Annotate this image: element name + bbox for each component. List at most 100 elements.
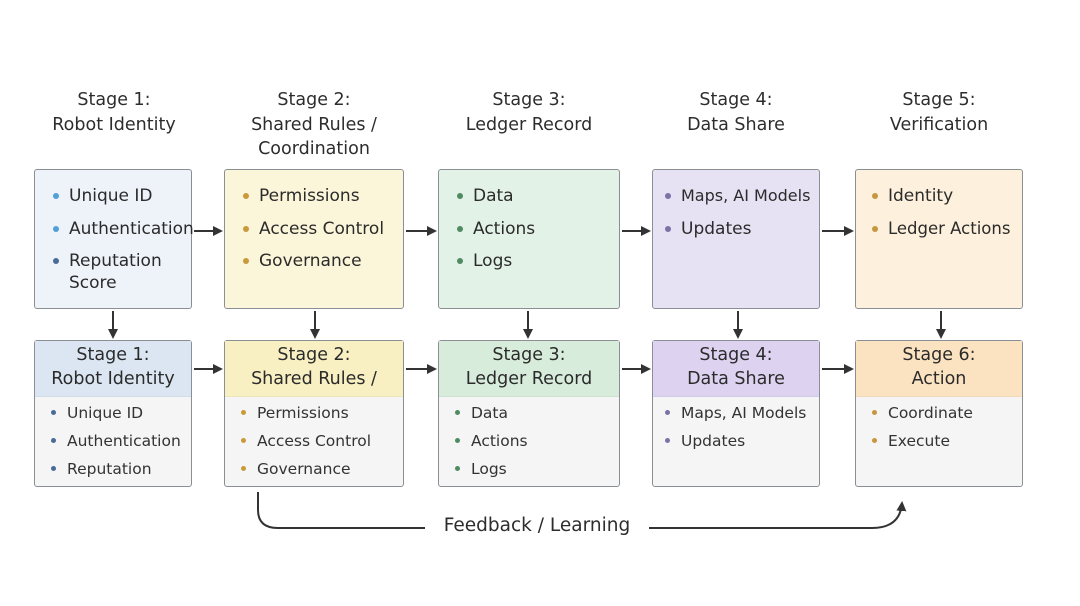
list-item-label: Reputation Score	[69, 251, 162, 293]
bullet-icon	[457, 258, 463, 264]
stage-2-bottom-box: Stage 2: Shared Rules / Permissions Acce…	[224, 340, 404, 487]
stage-2-bottom-number: Stage 2:	[277, 345, 351, 365]
list-item-label: Coordinate	[888, 404, 973, 422]
list-item: Coordinate	[872, 403, 1022, 423]
stage-4-bottom-header: Stage 4: Data Share	[653, 341, 819, 397]
list-item-label: Unique ID	[67, 404, 144, 422]
list-item: Actions	[455, 431, 619, 451]
list-item-label: Authentication	[69, 218, 194, 239]
bullet-icon	[665, 193, 671, 199]
bullet-icon	[53, 225, 59, 232]
stage-3-bottom-list: Data Actions Logs	[439, 397, 619, 479]
bullet-icon	[241, 438, 246, 443]
list-item: Access Control	[243, 218, 403, 240]
list-item-label: Actions	[471, 432, 528, 450]
list-item: Updates	[665, 218, 819, 240]
stage-2-header: Stage 2: Shared Rules / Coordination	[224, 88, 404, 160]
stage-1-bottom-list: Unique ID Authentication Reputation	[35, 397, 191, 479]
bullet-icon	[243, 193, 249, 199]
list-item: Actions	[457, 218, 619, 240]
list-item-label: Maps, AI Models	[681, 404, 807, 422]
list-item-label: Access Control	[257, 432, 372, 450]
stage-2-bottom-header: Stage 2: Shared Rules /	[225, 341, 403, 397]
bullet-icon	[241, 466, 246, 471]
stage-1-header: Stage 1: Robot Identity	[34, 88, 194, 138]
stage-3-bottom-number: Stage 3:	[492, 345, 566, 365]
bullet-icon	[455, 438, 460, 443]
stage-4-bottom-list: Maps, AI Models Updates	[653, 397, 819, 451]
list-item: Access Control	[241, 431, 403, 451]
list-item-label: Data	[473, 186, 514, 206]
list-item: Ledger Actions	[872, 218, 1022, 240]
stage-6-bottom-number: Stage 6:	[902, 345, 976, 365]
bullet-icon	[51, 466, 56, 471]
list-item-label: Updates	[681, 432, 746, 450]
list-item-label: Permissions	[257, 404, 349, 422]
bullet-icon	[243, 258, 249, 264]
list-item: Governance	[241, 459, 403, 479]
list-item: Unique ID	[51, 403, 191, 423]
bullet-icon	[51, 438, 56, 443]
list-item-label: Permissions	[259, 186, 360, 206]
stage-2-bottom-list: Permissions Access Control Governance	[225, 397, 403, 479]
list-item-label: Access Control	[259, 218, 385, 239]
stage-1-top-list: Unique ID Authentication Reputation Scor…	[35, 170, 194, 294]
list-item: Data	[455, 403, 619, 423]
list-item: Authentication	[53, 218, 194, 240]
feedback-loop-arrow	[257, 492, 907, 529]
list-item: Logs	[455, 459, 619, 479]
list-item: Updates	[665, 431, 819, 451]
stage-4-header-title: Data Share	[687, 115, 785, 135]
stage-3-header-number: Stage 3:	[492, 90, 566, 110]
list-item: Permissions	[243, 185, 403, 207]
stage-5-top-list: Identity Ledger Actions	[856, 170, 1022, 240]
list-item-label: Governance	[257, 460, 351, 478]
stage-4-bottom-number: Stage 4:	[699, 345, 773, 365]
stage-2-header-title: Shared Rules /	[251, 115, 377, 135]
list-item-label: Logs	[471, 460, 507, 478]
stage-3-header: Stage 3: Ledger Record	[438, 88, 620, 138]
list-item-label: Unique ID	[69, 186, 153, 206]
stage-5-header-number: Stage 5:	[902, 90, 976, 110]
stage-4-bottom-title: Data Share	[687, 369, 785, 389]
list-item-label: Data	[471, 404, 509, 422]
stage-1-bottom-header: Stage 1: Robot Identity	[35, 341, 191, 397]
list-item: Execute	[872, 431, 1022, 451]
list-item: Unique ID	[53, 185, 191, 207]
bullet-icon	[243, 225, 249, 232]
stage-3-top-box: Data Actions Logs	[438, 169, 620, 309]
stage-6-bottom-list: Coordinate Execute	[856, 397, 1022, 451]
list-item-label: Ledger Actions	[888, 218, 1011, 238]
list-item: Maps, AI Models	[665, 185, 819, 207]
stage-2-header-subtitle: Coordination	[258, 139, 370, 159]
stage-2-header-number: Stage 2:	[277, 90, 351, 110]
bullet-icon	[457, 225, 463, 232]
stage-4-bottom-box: Stage 4: Data Share Maps, AI Models Upda…	[652, 340, 820, 487]
list-item: Data	[457, 185, 619, 207]
bullet-icon	[872, 225, 878, 232]
stage-3-top-list: Data Actions Logs	[439, 170, 619, 272]
bullet-icon	[53, 258, 59, 264]
stage-1-bottom-title: Robot Identity	[51, 369, 175, 389]
bullet-icon	[665, 438, 670, 443]
stage-3-bottom-box: Stage 3: Ledger Record Data Actions Logs	[438, 340, 620, 487]
list-item: Governance	[243, 250, 403, 272]
list-item: Permissions	[241, 403, 403, 423]
list-item: Maps, AI Models	[665, 403, 819, 423]
stage-5-header: Stage 5: Verification	[855, 88, 1023, 138]
list-item: Authentication	[51, 431, 191, 451]
bullet-icon	[872, 438, 877, 443]
list-item-label: Authentication	[67, 432, 181, 450]
stage-2-bottom-title: Shared Rules /	[251, 369, 377, 389]
stage-1-bottom-number: Stage 1:	[76, 345, 150, 365]
stage-4-header-number: Stage 4:	[699, 90, 773, 110]
list-item-label: Governance	[259, 251, 362, 271]
list-item-label: Logs	[473, 251, 513, 271]
bullet-icon	[51, 410, 56, 415]
stage-4-header: Stage 4: Data Share	[652, 88, 820, 138]
stage-2-top-list: Permissions Access Control Governance	[225, 170, 403, 272]
stage-1-header-number: Stage 1:	[77, 90, 151, 110]
list-item-label: Updates	[681, 218, 752, 239]
